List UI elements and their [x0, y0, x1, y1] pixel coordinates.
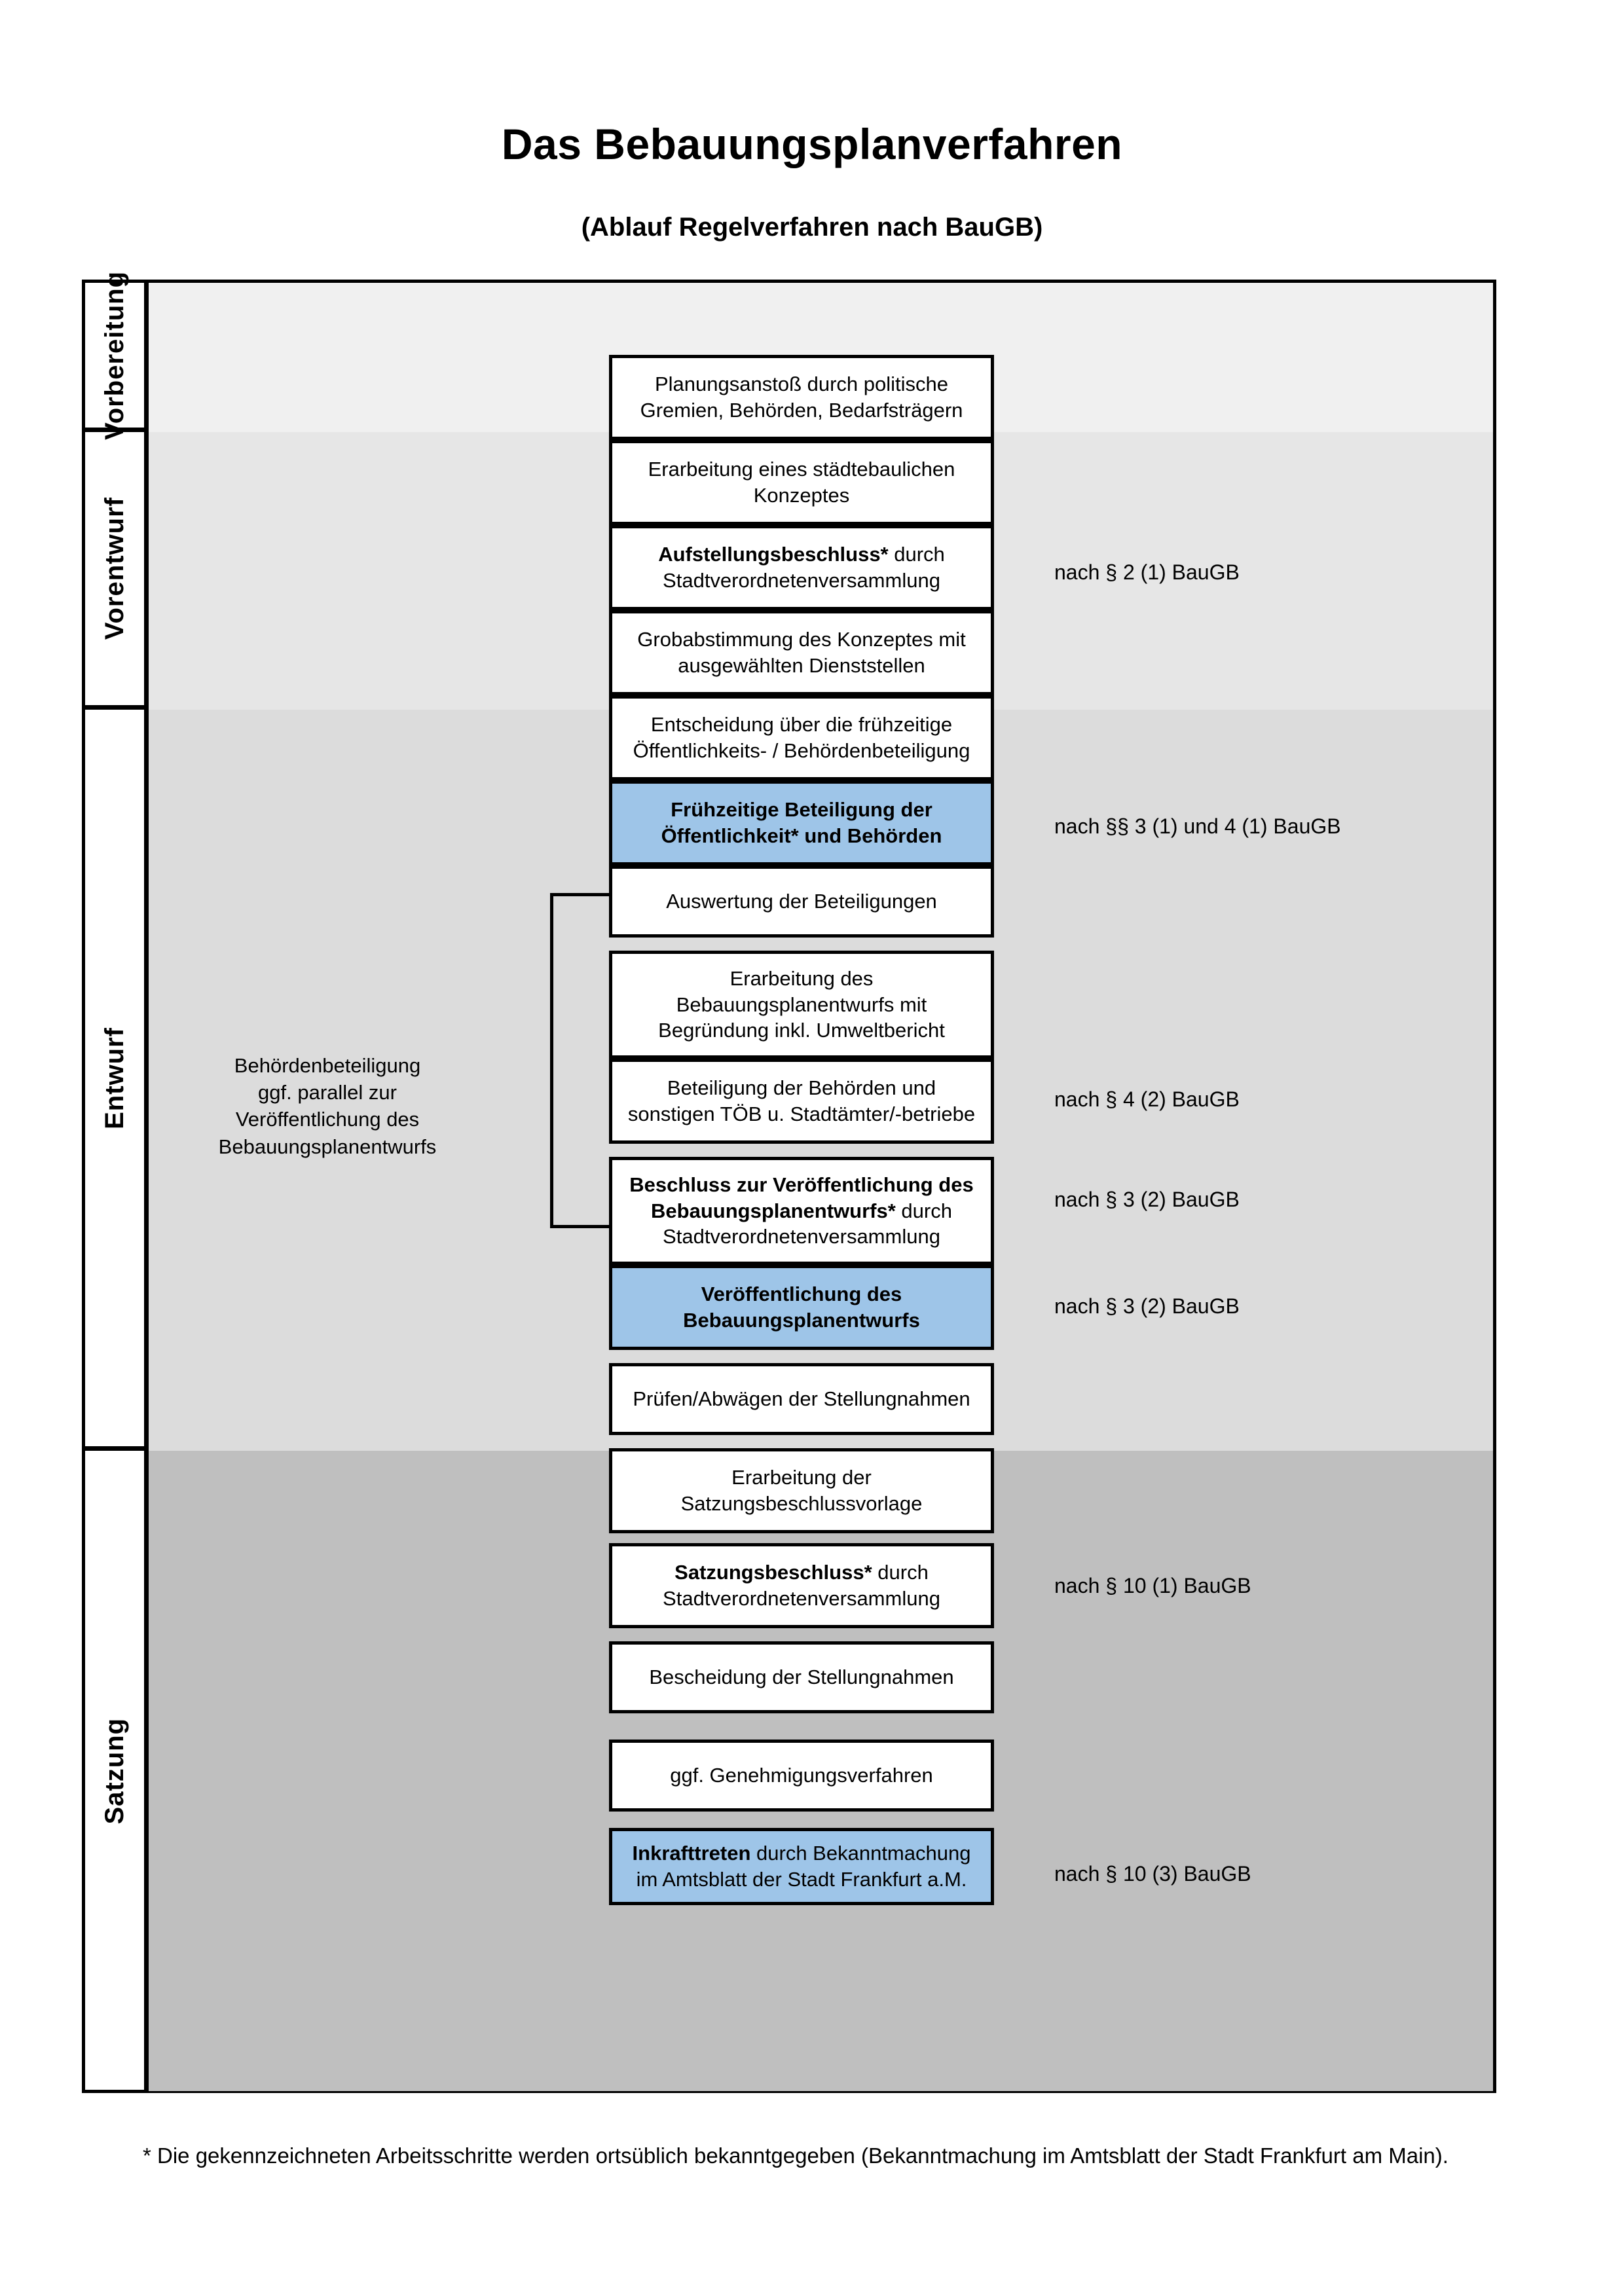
side-note-line: Behördenbeteiligung — [234, 1054, 421, 1077]
phase-label-vorbereitung: Vorbereitung — [85, 271, 144, 439]
step-box-auswertung[interactable]: Auswertung der Beteiligungen — [609, 866, 994, 938]
side-note-behoerdenbeteiligung: Behördenbeteiligung ggf. parallel zur Ve… — [174, 1052, 481, 1160]
side-note-line: Bebauungsplanentwurfs — [218, 1135, 437, 1158]
step-box-genehmigungsverfahren[interactable]: ggf. Genehmigungsverfahren — [609, 1740, 994, 1812]
phase-label-text: Satzung — [100, 1717, 129, 1825]
phase-label-text: Vorbereitung — [100, 270, 129, 440]
legal-ref-3-2-a: nach § 3 (2) BauGB — [1054, 1188, 1240, 1211]
page-subtitle: (Ablauf Regelverfahren nach BauGB) — [581, 213, 1043, 242]
step-box-bescheidung[interactable]: Bescheidung der Stellungnahmen — [609, 1641, 994, 1713]
phase-label-text: Vorentwurf — [100, 497, 129, 640]
step-box-text: Prüfen/Abwägen der Stellungnahmen — [633, 1387, 970, 1411]
legal-ref-3-2-b: nach § 3 (2) BauGB — [1054, 1294, 1240, 1318]
legal-ref-10-1: nach § 10 (1) BauGB — [1054, 1574, 1251, 1597]
legal-ref-4-2: nach § 4 (2) BauGB — [1054, 1087, 1240, 1111]
step-box-pruefen-abwaegen[interactable]: Prüfen/Abwägen der Stellungnahmen — [609, 1363, 994, 1435]
step-box-text: Auswertung der Beteiligungen — [666, 890, 937, 913]
phase-label-vorentwurf: Vorentwurf — [85, 432, 144, 710]
legal-ref-10-3: nach § 10 (3) BauGB — [1054, 1862, 1251, 1886]
legal-ref-3-1-4-1: nach §§ 3 (1) und 4 (1) BauGB — [1054, 814, 1341, 838]
bracket-vertical-segment — [550, 893, 553, 1228]
side-note-line: ggf. parallel zur — [258, 1081, 397, 1104]
phase-label-column: Vorbereitung Vorentwurf Entwurf Satzung — [85, 271, 149, 2091]
flowchart-frame: Vorbereitung Vorentwurf Entwurf Satzung — [82, 271, 1496, 2093]
phase-label-text: Entwurf — [100, 1027, 129, 1129]
page-title: Das Bebauungsplanverfahren — [501, 120, 1123, 168]
legal-ref-2-1: nach § 2 (1) BauGB — [1054, 560, 1240, 584]
side-note-line: Veröffentlichung des — [235, 1108, 420, 1131]
phase-label-satzung: Satzung — [85, 1451, 144, 2091]
step-box-text: Bescheidung der Stellungnahmen — [649, 1666, 954, 1689]
step-box-text: ggf. Genehmigungsverfahren — [670, 1764, 933, 1787]
phase-label-entwurf: Entwurf — [85, 710, 144, 1451]
footnote: * Die gekennzeichneten Arbeitsschritte w… — [143, 2143, 1449, 2168]
